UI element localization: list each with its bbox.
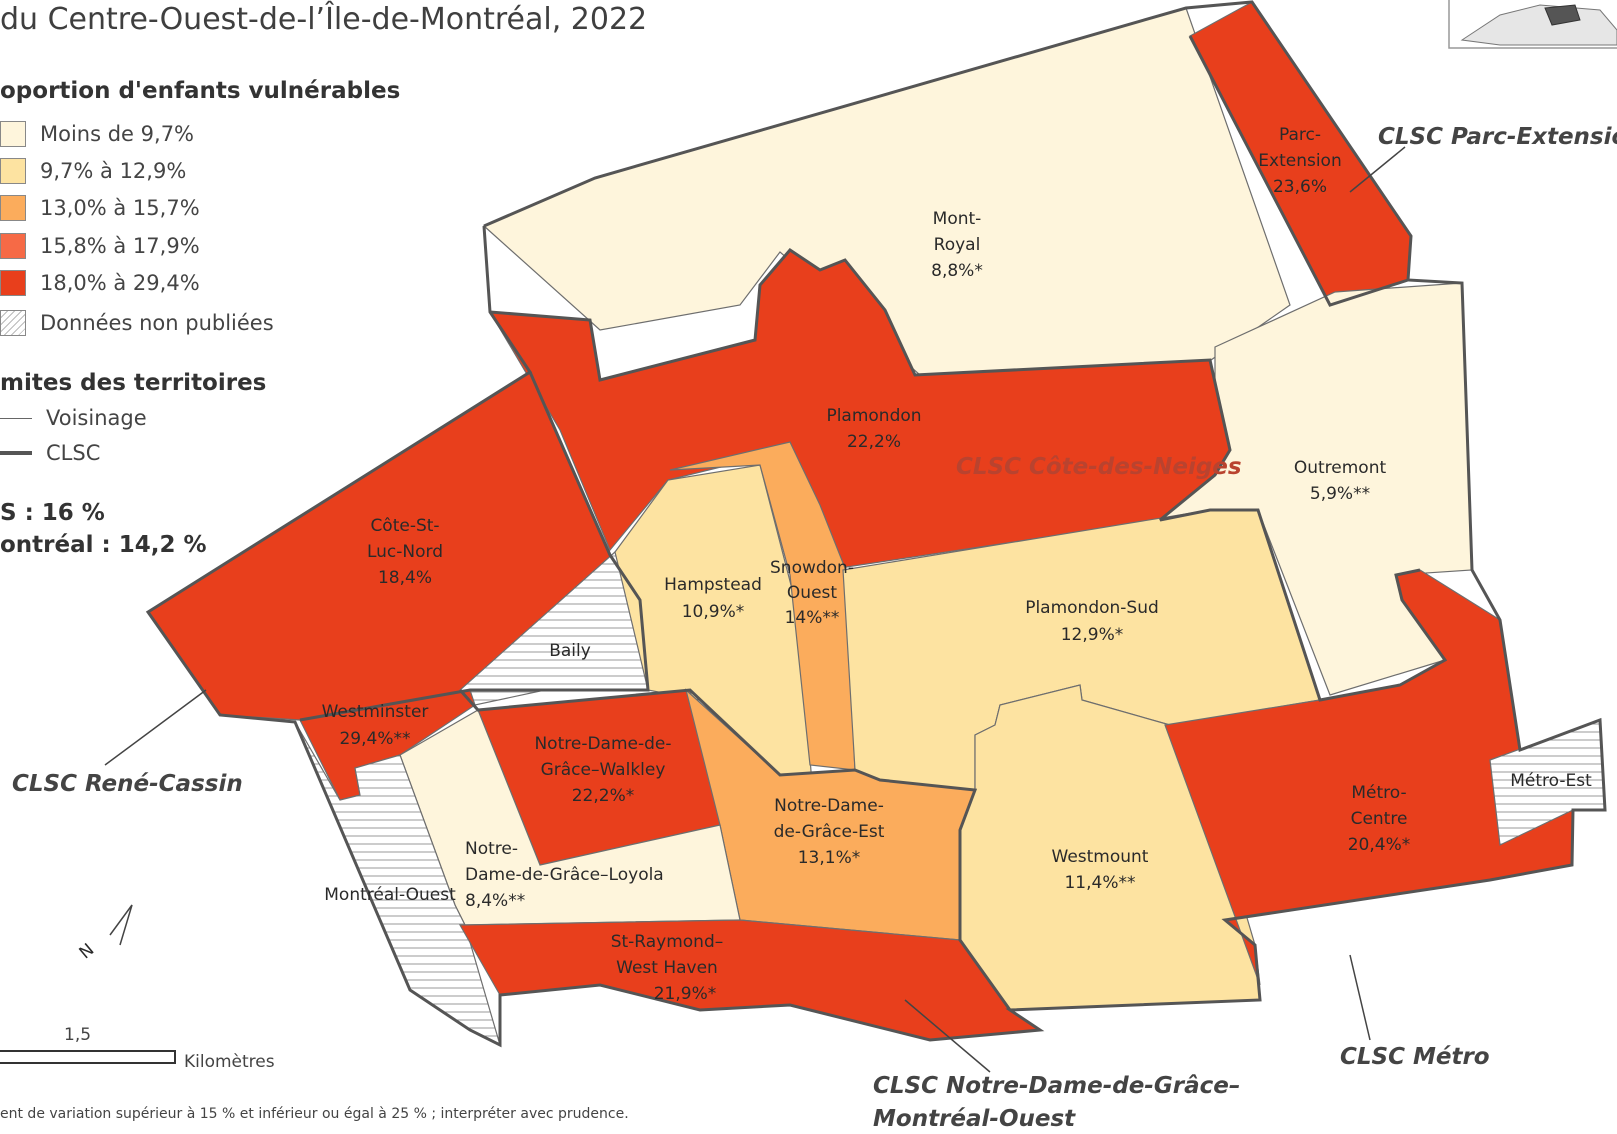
label-westminster-value: 29,4%** <box>339 729 410 749</box>
legend-item: Données non publiées <box>0 308 274 338</box>
label-westmount-value: 11,4%** <box>1064 873 1135 893</box>
label-westmount-name: Westmount <box>1052 847 1149 867</box>
legend-swatch <box>0 233 26 259</box>
label-ndg-loyola-name1: Notre- <box>465 839 518 859</box>
label-ndg-walkley-name1: Notre-Dame-de- <box>534 734 671 754</box>
stat-line-2: ontréal : 14,2 % <box>0 532 207 558</box>
legend-label: 13,0% à 15,7% <box>40 196 200 220</box>
legend-swatch <box>0 121 26 147</box>
label-metro-centre-name2: Centre <box>1351 809 1408 829</box>
label-st-raymond-value: 21,9%* <box>654 984 717 1004</box>
label-st-raymond-name1: St-Raymond– <box>611 932 724 952</box>
legend-item: 15,8% à 17,9% <box>0 231 200 261</box>
legend-label: Voisinage <box>46 406 147 430</box>
label-plamondon-sud-name: Plamondon-Sud <box>1025 598 1159 618</box>
label-ndg-walkley-name2: Grâce–Walkley <box>541 760 666 780</box>
label-parc-extension-name2: Extension <box>1258 151 1341 171</box>
scale-value: 1,5 <box>64 1025 92 1045</box>
stat-line-1: S : 16 % <box>0 500 105 526</box>
label-snowdon-ouest-name2: Ouest <box>787 583 837 603</box>
legend-line-voisinage: Voisinage <box>0 406 147 430</box>
label-plamondon-sud-value: 12,9%* <box>1061 625 1124 645</box>
legend-label: Données non publiées <box>40 311 274 335</box>
clsc-boundaries <box>145 0 1607 1048</box>
inset-map <box>1448 0 1617 49</box>
label-ndg-loyola-name2: Dame-de-Grâce–Loyola <box>465 865 664 885</box>
leader-lines <box>104 146 1406 1073</box>
legend-title: oportion d'enfants vulnérables <box>0 78 401 104</box>
label-outremont-value: 5,9%** <box>1310 484 1370 504</box>
legend-label: 18,0% à 29,4% <box>40 271 200 295</box>
label-plamondon-value: 22,2% <box>847 432 901 452</box>
clsc-label-cote-des-neiges: CLSC Côte-des-Neiges <box>956 454 1242 480</box>
legend-swatch-hatched <box>0 310 26 336</box>
label-ndg-walkley-value: 22,2%* <box>572 786 635 806</box>
label-snowdon-ouest-value: 14%** <box>785 608 840 628</box>
thick-line-symbol <box>0 451 32 455</box>
scale-unit: Kilomètres <box>184 1052 275 1072</box>
clsc-label-metro: CLSC Métro <box>1340 1044 1490 1070</box>
label-metro-est-name: Métro-Est <box>1510 771 1592 791</box>
label-cote-st-luc-nord-name2: Luc-Nord <box>367 542 443 562</box>
clsc-label-parc-extension: CLSC Parc-Extension <box>1378 124 1617 150</box>
legend-label: 9,7% à 12,9% <box>40 159 187 183</box>
thin-line-symbol <box>0 417 32 419</box>
label-ndg-est-value: 13,1%* <box>798 848 861 868</box>
label-westminster-name: Westminster <box>322 702 429 722</box>
legend-item: Moins de 9,7% <box>0 119 194 149</box>
label-plamondon-name: Plamondon <box>826 406 921 426</box>
label-parc-extension-name1: Parc- <box>1279 125 1321 145</box>
label-mont-royal-name2: Royal <box>934 235 981 255</box>
legend-item: 13,0% à 15,7% <box>0 193 200 223</box>
label-montreal-ouest-name: Montréal-Ouest <box>324 885 456 905</box>
scale-bar <box>0 1050 176 1064</box>
legend-swatch <box>0 270 26 296</box>
label-mont-royal-name1: Mont- <box>933 209 982 229</box>
clsc-label-rene-cassin: CLSC René-Cassin <box>12 771 243 797</box>
label-baily-name: Baily <box>549 641 591 661</box>
label-metro-centre-value: 20,4%* <box>1348 835 1411 855</box>
label-ndg-loyola-value: 8,4%** <box>465 891 525 911</box>
label-cote-st-luc-nord-value: 18,4% <box>378 568 432 588</box>
label-hampstead-value: 10,9%* <box>682 602 745 622</box>
legend-item: 9,7% à 12,9% <box>0 156 186 186</box>
label-metro-centre-name1: Métro- <box>1351 783 1406 803</box>
north-arrow-icon: N <box>76 904 133 963</box>
legend-label: CLSC <box>46 441 101 465</box>
label-ndg-est-name2: de-Grâce-Est <box>774 822 885 842</box>
legend-label: Moins de 9,7% <box>40 122 195 146</box>
label-outremont-name: Outremont <box>1294 458 1387 478</box>
map-title: du Centre-Ouest-de-l’Île-de-Montréal, 20… <box>0 2 648 37</box>
legend-swatch <box>0 158 26 184</box>
label-ndg-est-name1: Notre-Dame- <box>774 796 884 816</box>
footnote: ent de variation supérieur à 15 % et inf… <box>0 1106 629 1122</box>
clsc-label-ndg-mo-line1: CLSC Notre-Dame-de-Grâce– <box>873 1073 1240 1099</box>
legend-line-clsc: CLSC <box>0 441 100 465</box>
legend-item: 18,0% à 29,4% <box>0 268 200 298</box>
legend-limits-title: mites des territoires <box>0 370 267 396</box>
label-snowdon-ouest-name1: Snowdon- <box>770 558 854 578</box>
legend-swatch <box>0 195 26 221</box>
label-parc-extension-value: 23,6% <box>1273 177 1327 197</box>
label-st-raymond-name2: West Haven <box>616 958 718 978</box>
clsc-label-ndg-mo-line2: Montréal-Ouest <box>873 1106 1076 1132</box>
svg-text:N: N <box>76 940 99 963</box>
label-cote-st-luc-nord-name1: Côte-St- <box>370 516 439 536</box>
label-mont-royal-value: 8,8%* <box>931 261 983 281</box>
legend-label: 15,8% à 17,9% <box>40 234 200 258</box>
label-hampstead-name: Hampstead <box>664 575 762 595</box>
